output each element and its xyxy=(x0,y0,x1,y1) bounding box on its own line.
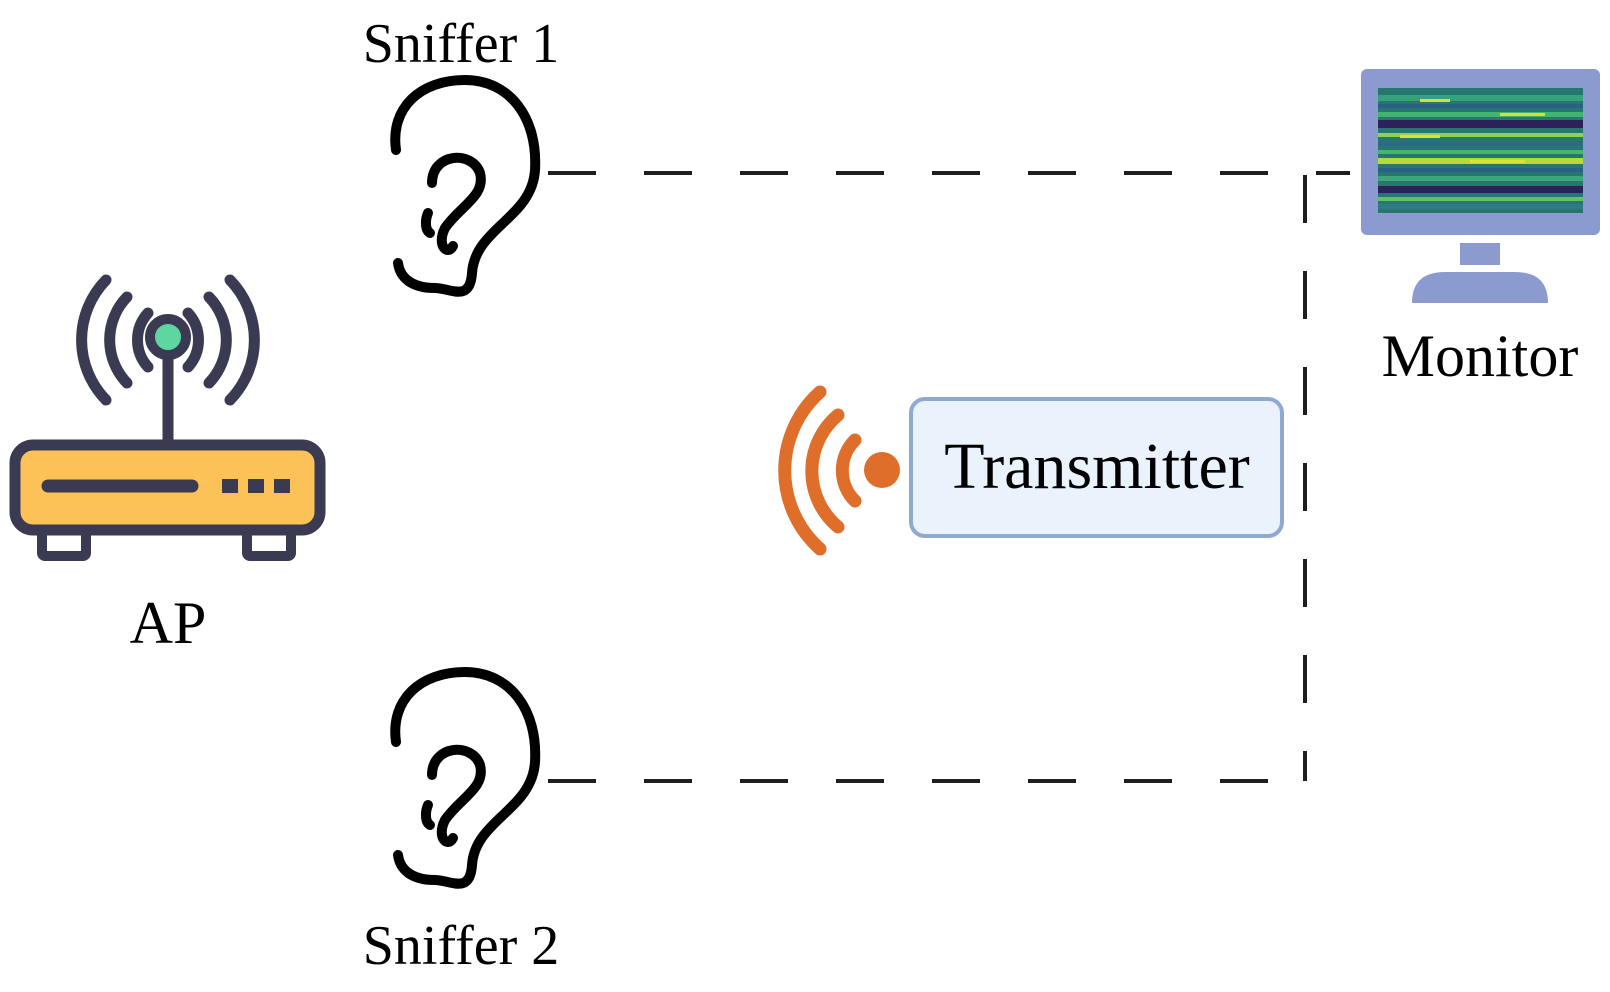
transmitter-wave-middle xyxy=(805,408,845,534)
sniffer1-label: Sniffer 1 xyxy=(363,13,560,75)
router-port-2 xyxy=(248,479,264,493)
wireless-signal-icon xyxy=(778,385,900,556)
router-wave-right-middle xyxy=(203,291,232,389)
transmitter-dot xyxy=(864,452,900,488)
transmitter-box xyxy=(909,397,1284,538)
connection-lines xyxy=(548,171,1350,783)
transmitter-label: Transmitter xyxy=(944,430,1250,503)
router-wave-left-inner xyxy=(132,307,154,373)
transmitter-wave-outer xyxy=(778,385,827,556)
monitor-label: Monitor xyxy=(1382,323,1579,389)
ap-label: AP xyxy=(130,590,207,656)
router-wave-right-inner xyxy=(182,307,204,373)
monitor-spectrogram xyxy=(1378,95,1583,209)
router-wave-right-outer xyxy=(224,274,260,406)
sniffer1-ear-icon xyxy=(390,75,541,297)
router-icon xyxy=(9,274,326,561)
router-led xyxy=(145,314,191,360)
transmitter-wave-inner xyxy=(835,433,862,508)
monitor-icon xyxy=(1361,69,1600,303)
router-wave-left-middle xyxy=(104,291,133,389)
monitor-base xyxy=(1412,272,1548,303)
router-wave-left-outer xyxy=(76,274,112,406)
router-port-1 xyxy=(222,479,238,493)
sniffer2-label: Sniffer 2 xyxy=(363,915,560,977)
sniffer2-ear-icon xyxy=(390,667,541,889)
monitor-neck xyxy=(1460,243,1500,265)
router-port-3 xyxy=(274,479,290,493)
